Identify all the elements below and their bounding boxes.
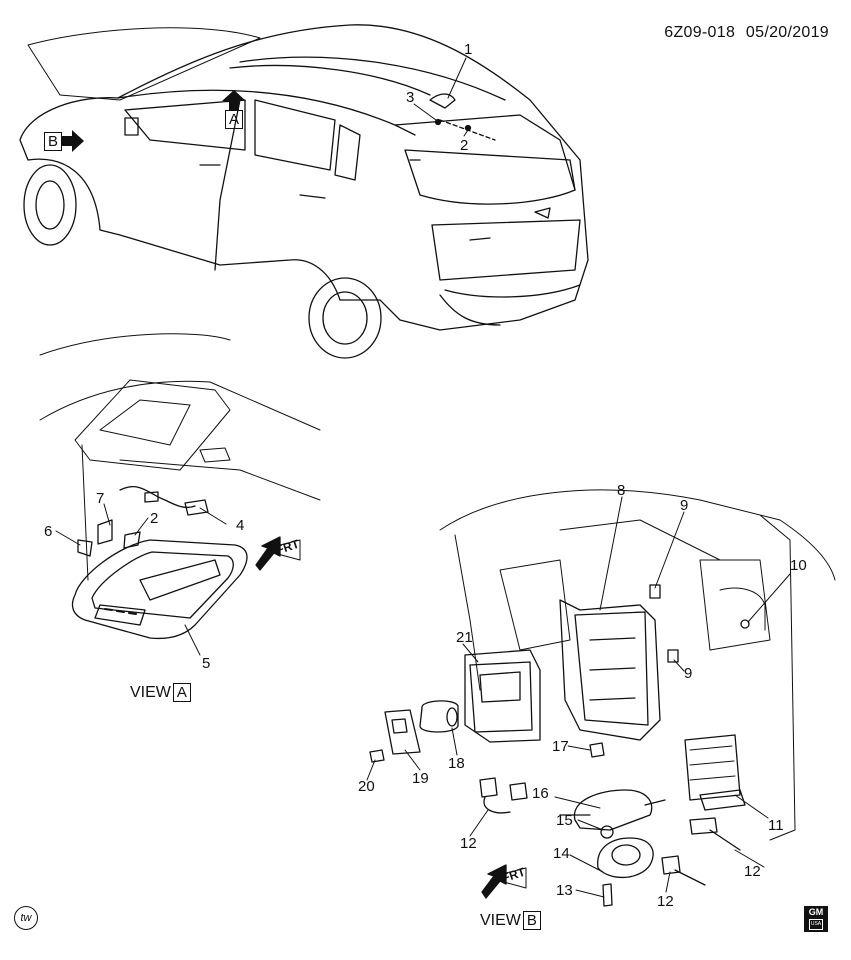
view-a-arrow-label: A	[224, 110, 243, 129]
view-b-arrow-label: B	[44, 131, 63, 151]
gm-logo-sub: USA	[808, 919, 824, 930]
tw-logo: tw	[14, 906, 38, 930]
callout-13: 13	[556, 882, 573, 899]
right-arrow-icon	[62, 130, 85, 152]
view-a-label: VIEW A	[130, 683, 191, 702]
callout-2-mid: 2	[150, 510, 158, 527]
document-date: 05/20/2019	[745, 24, 829, 41]
callout-7: 7	[96, 490, 104, 507]
view-b-letter: B	[522, 911, 541, 930]
callout-8: 8	[617, 482, 625, 499]
callouts: 1 2 3 7 2 4 6 5 8 9 10 9 21 17 18 19 20 …	[44, 41, 807, 910]
callout-2-top: 2	[460, 137, 468, 154]
view-a-illustration	[39, 333, 321, 640]
callout-16: 16	[532, 785, 549, 802]
callout-9-top: 9	[680, 497, 688, 514]
callout-20: 20	[358, 778, 375, 795]
callout-4: 4	[236, 517, 244, 534]
view-a-letter: A	[172, 683, 191, 702]
callout-10: 10	[790, 557, 807, 574]
callout-9-mid: 9	[684, 665, 692, 682]
callout-12-left: 12	[460, 835, 477, 852]
callout-19: 19	[412, 770, 429, 787]
view-a-prefix: VIEW	[130, 683, 171, 701]
callout-18: 18	[448, 755, 465, 772]
view-b-illustration	[369, 489, 836, 907]
callout-15: 15	[556, 812, 573, 829]
callout-6: 6	[44, 523, 52, 540]
callout-17: 17	[552, 738, 569, 755]
gm-logo: GM USA	[804, 906, 828, 932]
view-b-arrow-marker: B	[44, 130, 85, 152]
callout-14: 14	[553, 845, 570, 862]
view-b-prefix: VIEW	[480, 911, 521, 929]
gm-logo-text: GM	[808, 907, 824, 917]
callout-12-bottom: 12	[657, 893, 674, 910]
callout-1: 1	[464, 41, 472, 58]
callout-5: 5	[202, 655, 210, 672]
callout-11: 11	[768, 817, 784, 834]
vehicle-illustration	[19, 24, 589, 359]
view-a-arrow-marker: A	[222, 90, 246, 129]
callout-12-right: 12	[744, 863, 761, 880]
callout-21: 21	[456, 629, 473, 646]
document-id: 6Z09-018	[664, 24, 736, 41]
callout-3: 3	[406, 89, 414, 106]
up-arrow-icon	[222, 90, 246, 110]
leader-lines	[55, 57, 791, 898]
diagram-header: 6Z09-018 05/20/2019	[664, 24, 829, 42]
view-b-label: VIEW B	[480, 911, 541, 930]
